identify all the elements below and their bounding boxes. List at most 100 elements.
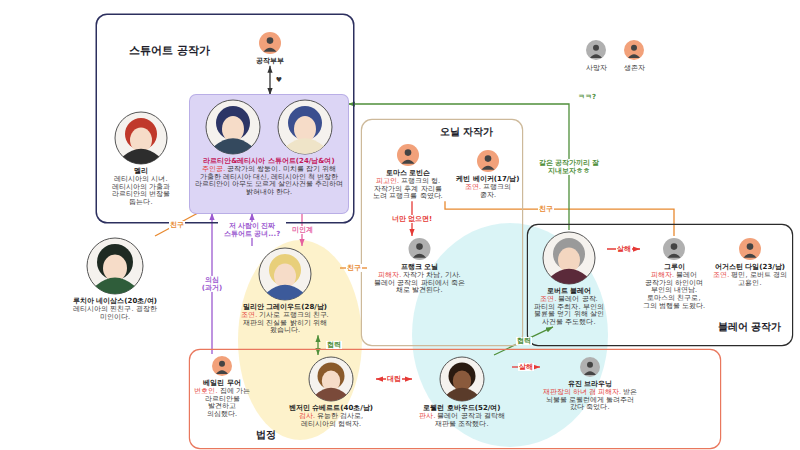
portrait-face	[322, 371, 340, 392]
character-node: 그루이피해자.블레어 공작가의 하인이며 부인의 내연남. 토마스의 친구로, …	[640, 236, 708, 311]
relation-label: 같은 공작가끼리 잘 지내보자ㅎㅎ	[526, 159, 612, 175]
person-icon-head	[671, 243, 678, 250]
character-node: 루치아 네이삼스(20초/여)레티시아의 찐친구. 굉장한 미인이다.	[60, 236, 170, 321]
portrait-frame	[87, 238, 143, 294]
person-icon-head	[405, 149, 412, 156]
portrait-clothes	[267, 285, 303, 300]
desc-line: 레티시아의 시녀. 레티시아의 가출과 라르티안의 변장을 돕는다.	[102, 176, 180, 207]
group-title: 오닐 자작가	[440, 125, 493, 139]
person-icon	[409, 238, 431, 260]
relation-connector	[607, 248, 640, 249]
legend-person-head	[631, 45, 637, 51]
person-icon-body	[263, 48, 276, 52]
character-role: 변호인.	[194, 387, 217, 395]
desc-line: 조연.기사로 프랭크의 친구. 재판의 진실을 밝히기 위해 왔습니다.	[231, 312, 339, 335]
portrait-clothes	[286, 138, 324, 154]
highlight-ellipse	[412, 223, 608, 447]
character-node: 벤저민 슈베르트(40초/남)검사.유능한 검사로, 레티시아의 협력자.	[286, 355, 376, 428]
relation-connector	[411, 201, 412, 236]
portrait-clothes	[95, 278, 134, 295]
character-name: 공작부부	[249, 57, 291, 66]
character-node: 케빈 베이커(17/남)조연.프랭크의 종자.	[455, 148, 521, 199]
character-role: 피고인.	[376, 177, 399, 185]
relation-label: 너만 없으면!	[391, 215, 434, 223]
portrait-frame	[278, 100, 332, 154]
group-box: 블레어 공작가 로버트 블레어조연.블레어 공작. 파티의 주최자. 부인의 불륜…	[528, 225, 792, 345]
character-name: 벤저민 슈베르트(40초/남)	[287, 404, 375, 413]
desc-line: 검사.유능한 검사로, 레티시아의 협력자.	[287, 413, 375, 429]
portrait-clothes	[316, 388, 347, 401]
portrait-frame	[115, 112, 167, 164]
desc-line: 변호인.집에 가는 라르티안을 발견하고 의심했다.	[194, 388, 250, 419]
portrait-face	[103, 255, 127, 282]
character-node: 베일린 무어변호인.집에 가는 라르티안을 발견하고 의심했다.	[193, 354, 251, 419]
relation-connector	[512, 366, 540, 367]
character-name: 유진 브라우닝	[541, 380, 639, 389]
desc-line: 레티시아의 찐친구. 굉장한 미인이다.	[61, 306, 169, 322]
character-node: 멜리레티시아의 시녀. 레티시아의 가출과 라르티안의 변장을 돕는다.	[101, 110, 181, 207]
character-role: 재판장의 하녀 겸 피해자.	[543, 388, 621, 396]
portrait-hair	[288, 106, 322, 140]
person-icon-body	[481, 166, 494, 170]
person-icon-head	[747, 243, 754, 250]
character-name: 로버트 블레어	[532, 287, 606, 296]
person-icon	[397, 144, 419, 166]
relation-connector	[348, 104, 569, 230]
character-role: 판사.	[419, 412, 435, 420]
note-label: ㅋㅋ?	[578, 92, 596, 102]
character-node: 어거스틴 다일(23/남)조연.평민, 로버트 경의 고용인.	[712, 236, 788, 287]
portrait-clothes	[447, 388, 478, 401]
desc-line: 조연.평민, 로버트 경의 고용인.	[713, 272, 787, 288]
person-icon	[259, 32, 281, 54]
portrait-frame	[259, 248, 311, 300]
person-icon	[477, 150, 499, 172]
character-desc: 평민, 로버트 경의 고용인.	[731, 271, 786, 287]
person-icon-head	[485, 155, 492, 162]
character-role: 피해자.	[651, 271, 674, 279]
relation-connector	[445, 201, 674, 236]
character-node: 유진 브라우닝재판장의 하녀 겸 피해자.받은 뇌물을 로웰런에게 돌려주러 갔…	[540, 355, 640, 412]
character-role: 검사.	[299, 412, 315, 420]
portrait-hair	[449, 363, 476, 390]
portrait-clothes	[123, 149, 159, 164]
group-box: 스튜어트 공작가공작부부라르티안&레티시아 스튜어트(24/남&여)주인공.공작…	[97, 15, 353, 222]
portrait-face	[294, 116, 316, 142]
portrait-hair	[125, 118, 157, 150]
relation-label: ♥	[275, 76, 283, 84]
person-icon	[580, 357, 600, 377]
relation-connector	[494, 327, 553, 355]
character-node: 로웰런 호바우드(52/여)판사.블레어 공작과 결탁해 재판을 조작했다.	[412, 355, 512, 428]
relation-label: 살해	[518, 363, 534, 371]
portrait-face	[274, 264, 296, 289]
legend-swatch	[586, 40, 606, 60]
character-name: 어거스틴 다일(23/남)	[713, 263, 787, 272]
person-icon-body	[413, 254, 426, 258]
group-title: 블레어 공작가	[718, 320, 781, 334]
relation-connector	[155, 213, 198, 236]
legend-swatch	[624, 40, 644, 60]
portrait-frame	[206, 100, 260, 154]
relation-label: 미인계	[291, 225, 314, 233]
character-role: 조연.	[465, 183, 481, 191]
character-name: 밀리안 그레이우드(28/남)	[231, 303, 339, 312]
person-icon	[212, 356, 232, 376]
person-icon-body	[401, 160, 414, 164]
relation-connector	[340, 267, 367, 268]
portrait-hair	[97, 244, 133, 280]
character-role: 조연.	[241, 311, 257, 319]
person-icon-body	[743, 254, 756, 258]
character-name: 베일린 무어	[194, 379, 250, 388]
portrait-frame	[543, 232, 595, 284]
character-name: 로웰런 호바우드(52/여)	[413, 404, 511, 413]
group-title: 스튜어트 공작가	[129, 43, 210, 58]
portrait-hair	[216, 106, 250, 140]
person-icon-head	[416, 243, 423, 250]
portrait-hair	[318, 363, 345, 390]
relation-connector	[301, 213, 302, 246]
portrait-frame	[440, 357, 484, 401]
character-node: 로버트 블레어조연.블레어 공작. 파티의 주최자. 부인의 불륜을 덮기 위해…	[531, 230, 607, 327]
character-node: 공작부부	[248, 30, 292, 66]
